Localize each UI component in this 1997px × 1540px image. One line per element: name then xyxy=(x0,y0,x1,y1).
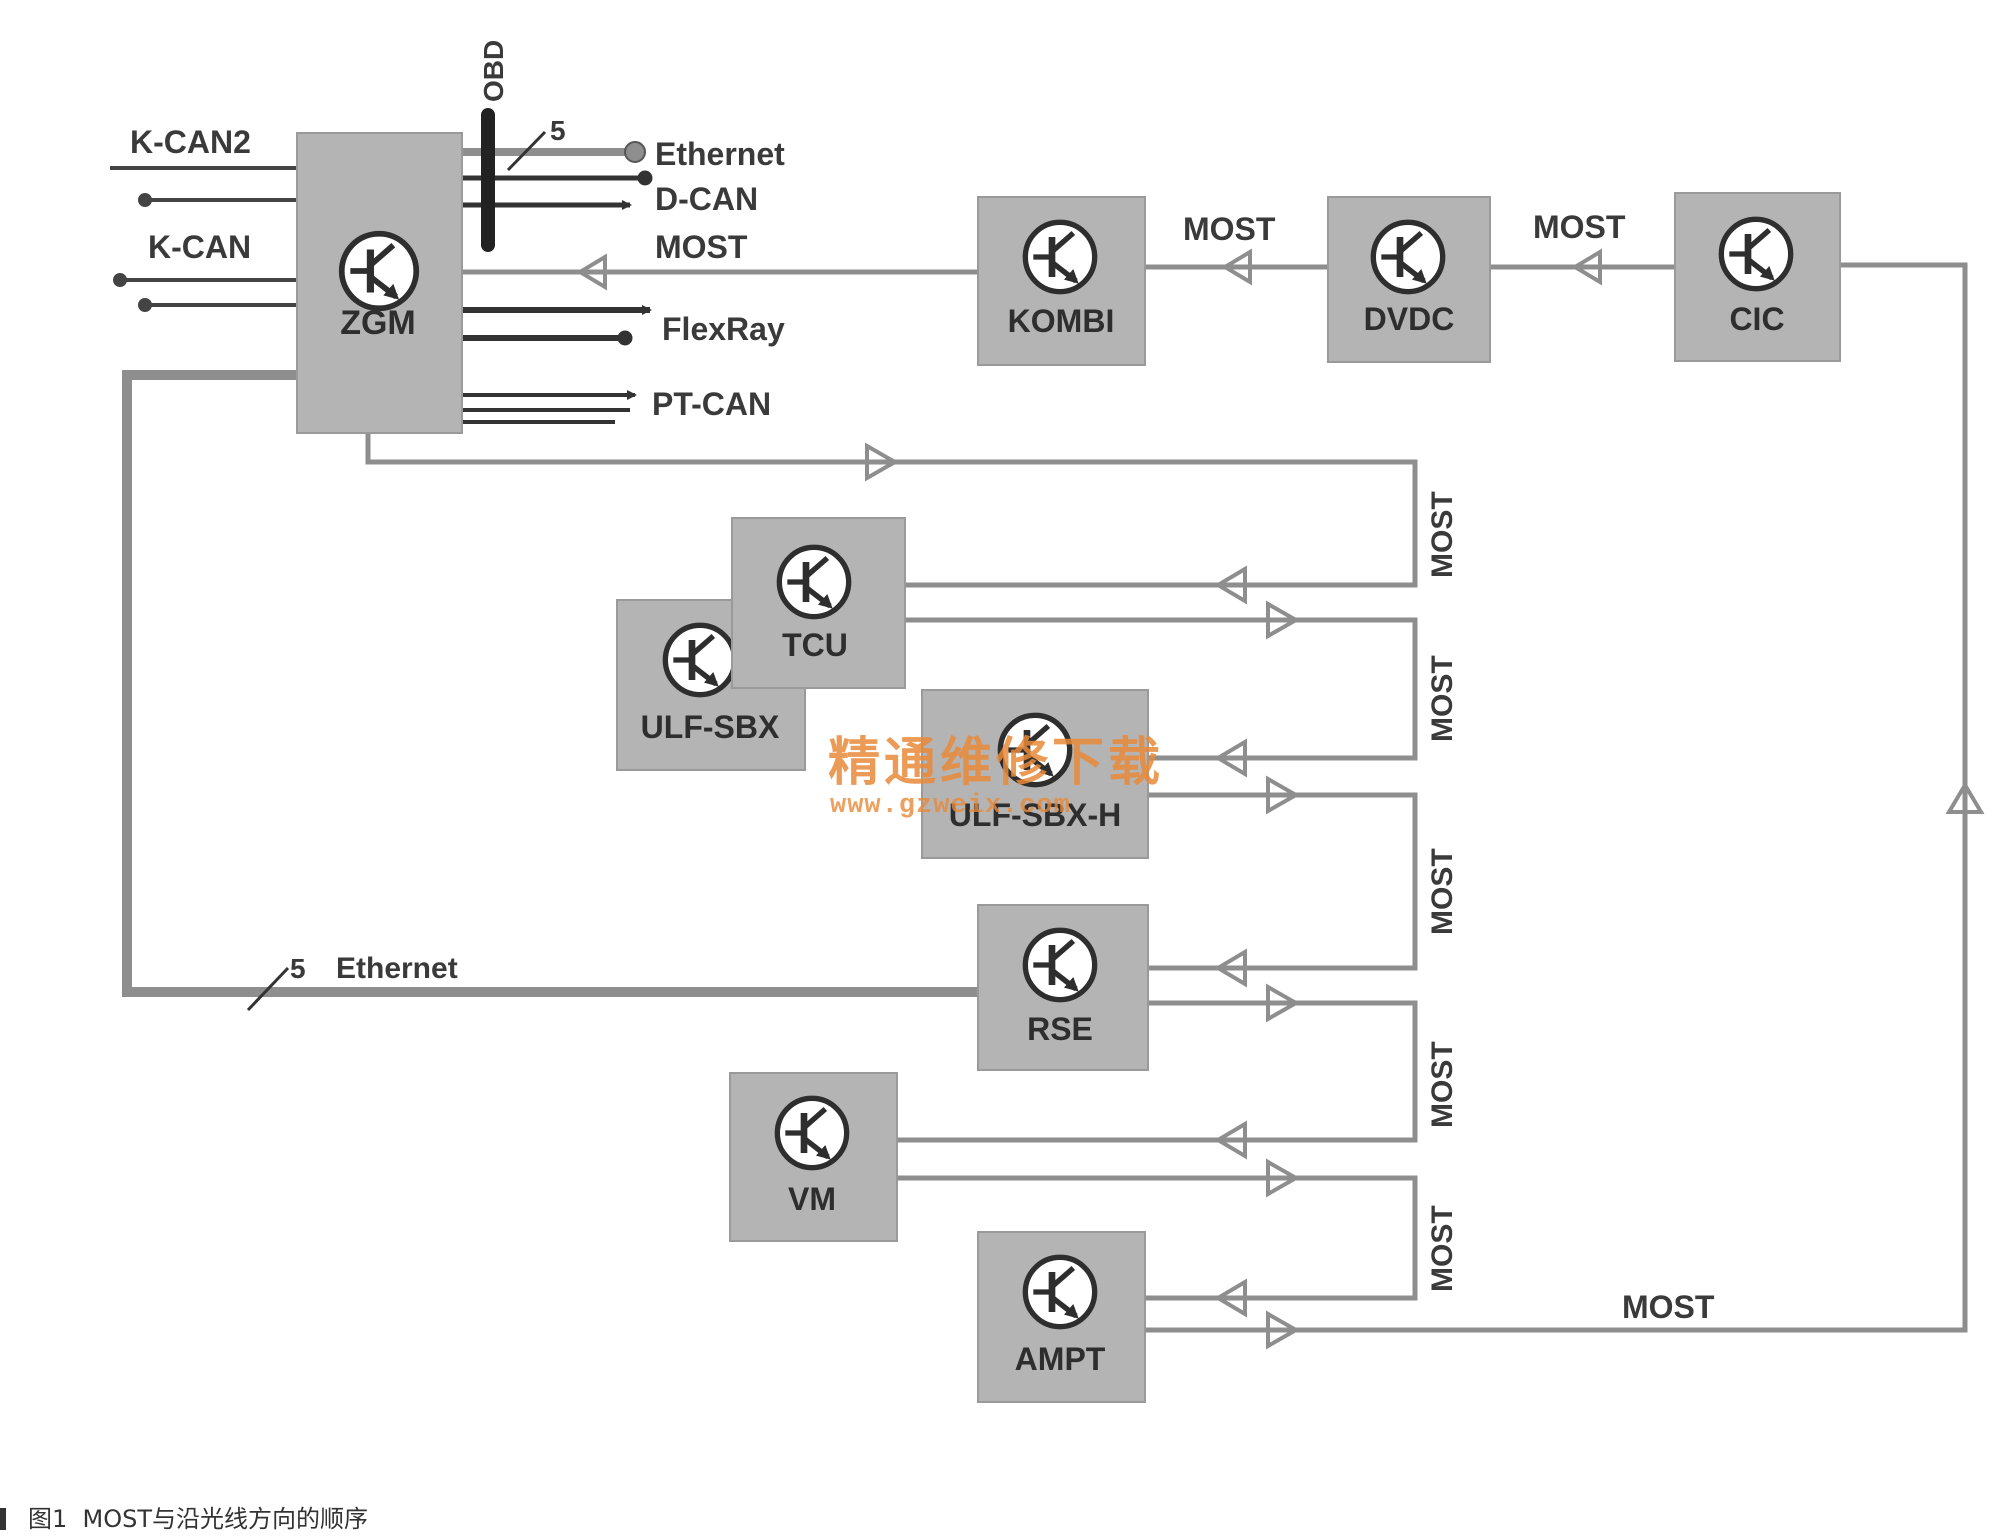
arrow-head xyxy=(1214,738,1247,778)
watermark-title: 精通维修下载 xyxy=(828,732,1164,793)
arrow-head xyxy=(1266,600,1301,640)
transistor-icon xyxy=(1025,930,1094,999)
node-ampt: AMPT xyxy=(977,1231,1146,1403)
transistor-icon xyxy=(779,547,848,616)
transistor-icon xyxy=(1373,222,1442,291)
transistor-icon xyxy=(1721,219,1790,288)
most-dvdc-cic-label: MOST xyxy=(1533,209,1626,245)
zgm-right-buses xyxy=(462,141,653,424)
ethernet-top-label: Ethernet xyxy=(655,136,785,172)
arrow-head xyxy=(1214,1278,1247,1318)
k-can-label: K-CAN xyxy=(148,229,251,265)
zgm-left-buses xyxy=(110,166,297,312)
arrow-head xyxy=(1214,948,1247,988)
node-label-tcu: TCU xyxy=(782,627,848,663)
node-label-ulf-sbx-h: ULF-SBX-H xyxy=(949,797,1121,833)
pt-can-label: PT-CAN xyxy=(652,386,771,422)
node-label-kombi: KOMBI xyxy=(1008,303,1115,339)
arrow-head xyxy=(1214,1120,1247,1160)
most-line-tcu-ulf-sbx-h xyxy=(905,617,1418,761)
ethernet-port xyxy=(624,141,646,163)
most-zgm-label: MOST xyxy=(655,229,748,265)
most-line-ampt-cic xyxy=(1145,262,1968,1333)
arrow-head xyxy=(576,253,607,291)
d-can-label: D-CAN xyxy=(655,181,758,217)
transistor-icon xyxy=(342,234,417,309)
bus-labels: K-CAN2 K-CAN 5 Ethernet D-CAN MOST FlexR… xyxy=(130,115,1715,1325)
arrow-head xyxy=(1571,248,1602,286)
node-vm: VM xyxy=(729,1072,898,1242)
obd-label: OBD xyxy=(478,40,509,102)
control-units: ZGM KOMBI DVDC CIC ULF-SBX TCU xyxy=(296,132,1841,1403)
ethernet-bottom-label: Ethernet xyxy=(336,952,458,985)
node-dvdc: DVDC xyxy=(1327,196,1491,363)
arrow-head xyxy=(1266,1158,1301,1198)
node-label-rse: RSE xyxy=(1027,1011,1093,1047)
arrow-head xyxy=(865,442,900,482)
transistor-icon xyxy=(1025,222,1094,291)
node-label-dvdc: DVDC xyxy=(1364,301,1455,337)
most-vertical-label-1: MOST xyxy=(1426,491,1459,578)
most-vertical-label-2: MOST xyxy=(1426,655,1459,742)
transistor-icon xyxy=(665,625,734,694)
transistor-icon xyxy=(1025,1257,1094,1326)
k-can2-label: K-CAN2 xyxy=(130,124,251,160)
node-label-zgm: ZGM xyxy=(340,304,416,342)
arrow-head xyxy=(1214,565,1247,605)
arrow-head xyxy=(1266,775,1301,815)
obd-connector: OBD xyxy=(478,40,509,252)
arrow-head xyxy=(1266,983,1301,1023)
most-line-ulf-sbx-h-rse xyxy=(1148,792,1418,971)
node-label-ulf-sbx: ULF-SBX xyxy=(641,709,780,745)
caption-marker xyxy=(0,1508,6,1530)
arrow-head xyxy=(1221,248,1252,286)
node-kombi: KOMBI xyxy=(977,196,1146,366)
node-cic: CIC xyxy=(1674,192,1841,362)
slash-marker-top xyxy=(506,130,547,172)
watermark-url: www.gzweix.com xyxy=(830,791,1071,821)
five-bottom-label: 5 xyxy=(290,953,306,984)
node-label-ampt: AMPT xyxy=(1015,1341,1106,1377)
most-vertical-label-4: MOST xyxy=(1426,1041,1459,1128)
most-direction-arrows xyxy=(576,248,1985,1350)
most-kombi-dvdc-label: MOST xyxy=(1183,211,1276,247)
most-line-vm-ampt xyxy=(897,1175,1418,1301)
watermark: 精通维修下载 www.gzweix.com xyxy=(828,732,1164,821)
flexray-label: FlexRay xyxy=(662,311,785,347)
most-line-rse-vm xyxy=(897,1000,1418,1143)
ethernet-line-zgm-rse xyxy=(122,370,978,997)
node-label-cic: CIC xyxy=(1729,301,1784,337)
node-ulf-sbx-h: ULF-SBX-H xyxy=(921,689,1149,859)
most-vertical-label-5: MOST xyxy=(1426,1205,1459,1292)
transistor-icon xyxy=(777,1098,846,1167)
figure-caption: 图1 MOST与沿光线方向的顺序 xyxy=(28,1505,368,1533)
slash-marker-bottom xyxy=(246,966,290,1012)
node-zgm: ZGM xyxy=(296,132,463,434)
five-top-label: 5 xyxy=(550,115,566,146)
arrow-head xyxy=(1266,1310,1301,1350)
arrow-head xyxy=(1945,781,1985,814)
node-rse: RSE xyxy=(977,904,1149,1071)
most-vertical-label-3: MOST xyxy=(1426,848,1459,935)
most-bottom-label: MOST xyxy=(1622,1289,1715,1325)
node-label-vm: VM xyxy=(788,1181,836,1217)
node-tcu: TCU xyxy=(731,517,906,689)
